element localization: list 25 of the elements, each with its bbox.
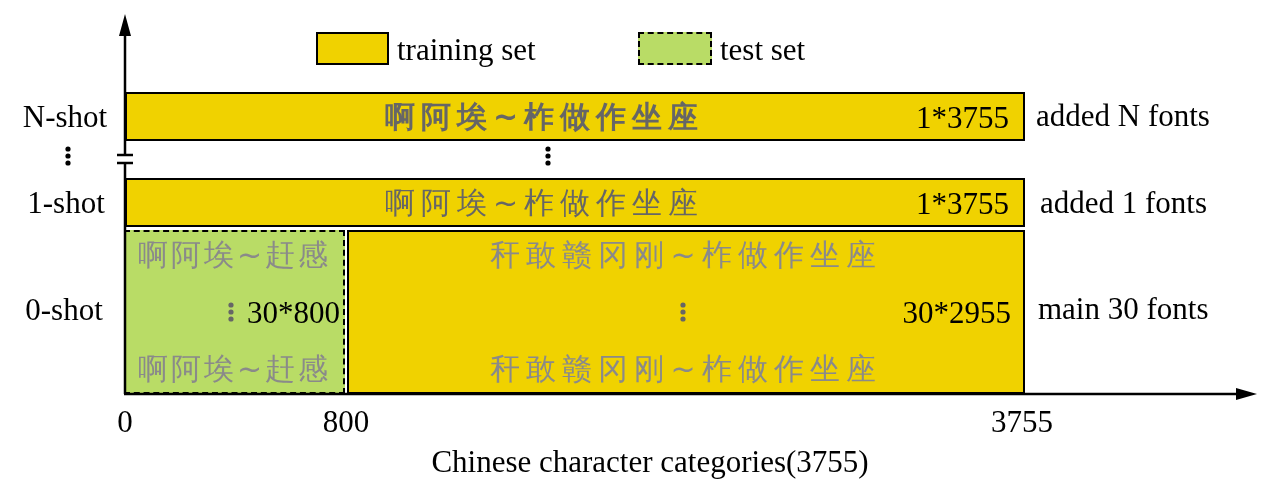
tick-label: 3755 [991, 405, 1053, 437]
character-range-text: 啊阿埃~柞做作坐座 [385, 187, 705, 218]
axis-title: Chinese character categories(3755) [431, 445, 869, 477]
legend-label: test set [720, 33, 806, 64]
test-set-box [124, 230, 345, 394]
row-label: 0-shot [25, 293, 103, 325]
row-label: N-shot [22, 100, 108, 132]
character-range-text: 啊阿埃~赶感 [137, 354, 332, 384]
sample-count-text: 30*800 [247, 296, 340, 328]
n-shot-bar [125, 92, 1025, 141]
row-label: 1-shot [27, 186, 105, 218]
character-range-text: 秆敢赣冈刚~柞做作坐座 [490, 240, 882, 270]
sample-count-text: 1*3755 [916, 101, 1009, 132]
tick-label: 800 [322, 405, 370, 437]
training-set-box [347, 230, 1025, 394]
one-shot-bar [125, 178, 1025, 227]
character-range-text: 啊阿埃~柞做作坐座 [385, 101, 705, 132]
character-range-text: 啊阿埃~赶感 [137, 240, 332, 270]
sample-count-text: 30*2955 [902, 296, 1011, 328]
character-range-text: 秆敢赣冈刚~柞做作坐座 [490, 354, 882, 384]
row-note: added N fonts [1036, 99, 1210, 131]
row-note: added 1 fonts [1040, 186, 1208, 218]
sample-count-text: 1*3755 [916, 187, 1009, 218]
tick-label: 0 [117, 405, 133, 437]
row-note: main 30 fonts [1038, 292, 1209, 324]
